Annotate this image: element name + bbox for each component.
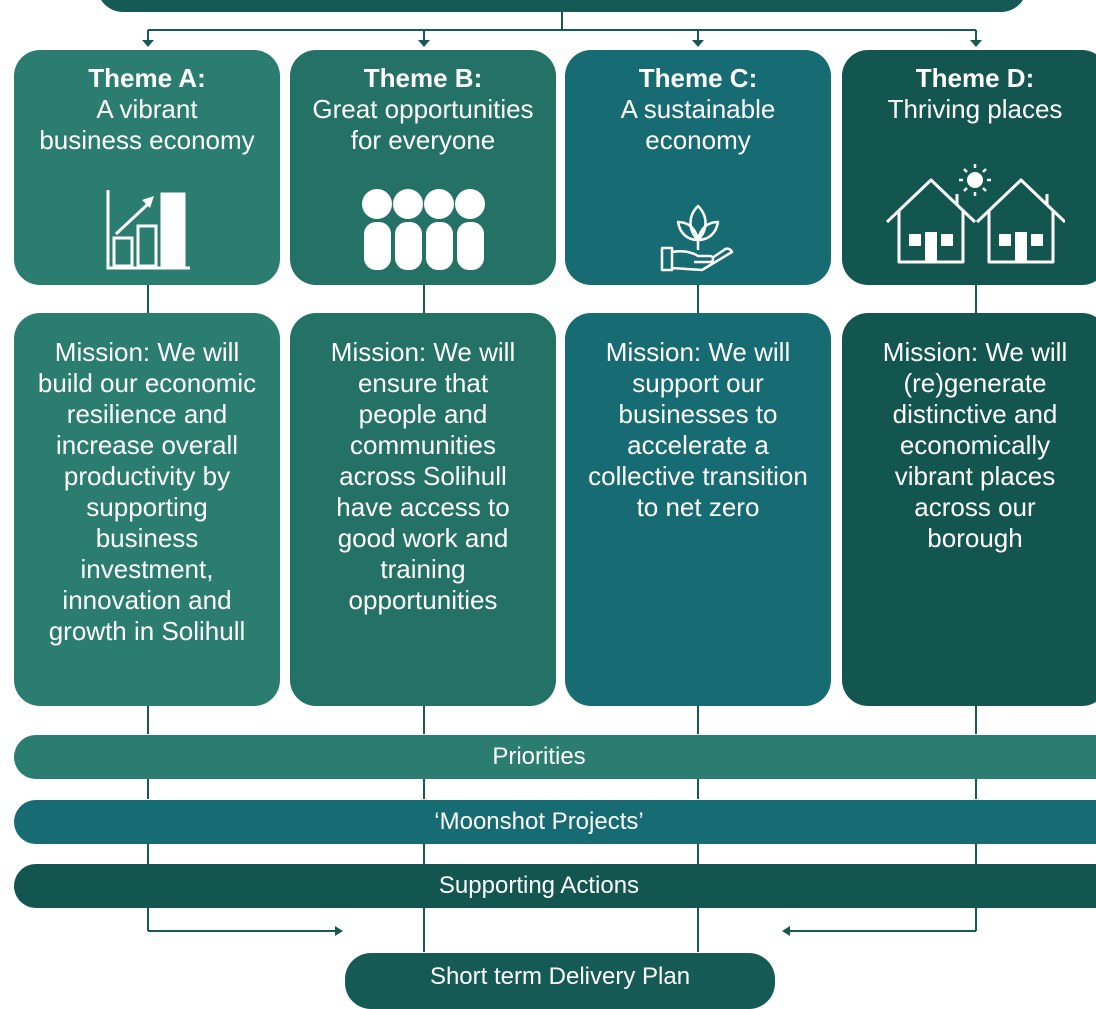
mission-b-card: Mission: We will ensure that people and … — [290, 313, 556, 706]
moonshot-projects-band: ‘Moonshot Projects’ — [14, 800, 1096, 844]
supporting-actions-label: Supporting Actions — [438, 872, 640, 899]
theme-d-card: Theme D: Thriving places — [842, 50, 1096, 285]
connector-lines — [142, 10, 982, 952]
theme-d-subtitle: Thriving places — [887, 94, 1063, 124]
moonshot-projects-label: ‘Moonshot Projects’ — [434, 808, 644, 835]
theme-c-subtitle: A sustainable economy — [620, 94, 776, 155]
growth-chart-icon — [14, 188, 280, 272]
hand-plant-icon — [565, 200, 831, 274]
theme-a-card: Theme A: A vibrant business economy — [14, 50, 280, 285]
short-term-delivery-plan: Short term Delivery Plan — [345, 953, 775, 1009]
mission-d-card: Mission: We will (re)generate distinctiv… — [842, 313, 1096, 706]
delivery-plan-label: Short term Delivery Plan — [429, 963, 691, 990]
theme-d-title: Theme D: — [915, 63, 1035, 93]
strategy-header-bar — [97, 0, 1027, 12]
mission-c-text: Mission: We will support our businesses … — [588, 337, 808, 522]
theme-c-title: Theme C: — [638, 63, 758, 93]
mission-d-text: Mission: We will (re)generate distinctiv… — [882, 337, 1068, 553]
mission-a-text: Mission: We will build our economic resi… — [37, 337, 257, 646]
theme-a-title: Theme A: — [88, 63, 206, 93]
theme-b-subtitle: Great opportunities for everyone — [312, 94, 534, 155]
theme-a-subtitle: A vibrant business economy — [39, 94, 255, 155]
supporting-actions-band: Supporting Actions — [14, 864, 1096, 908]
priorities-label: Priorities — [492, 743, 586, 770]
theme-b-title: Theme B: — [363, 63, 483, 93]
houses-sun-icon — [842, 162, 1096, 266]
mission-c-card: Mission: We will support our businesses … — [565, 313, 831, 706]
mission-a-card: Mission: We will build our economic resi… — [14, 313, 280, 706]
theme-c-card: Theme C: A sustainable economy — [565, 50, 831, 285]
strategy-diagram: Theme A: A vibrant business economy Them… — [14, 0, 1096, 1009]
people-group-icon — [290, 188, 556, 270]
mission-b-text: Mission: We will ensure that people and … — [330, 337, 516, 615]
theme-b-card: Theme B: Great opportunities for everyon… — [290, 50, 556, 285]
priorities-band: Priorities — [14, 735, 1096, 779]
